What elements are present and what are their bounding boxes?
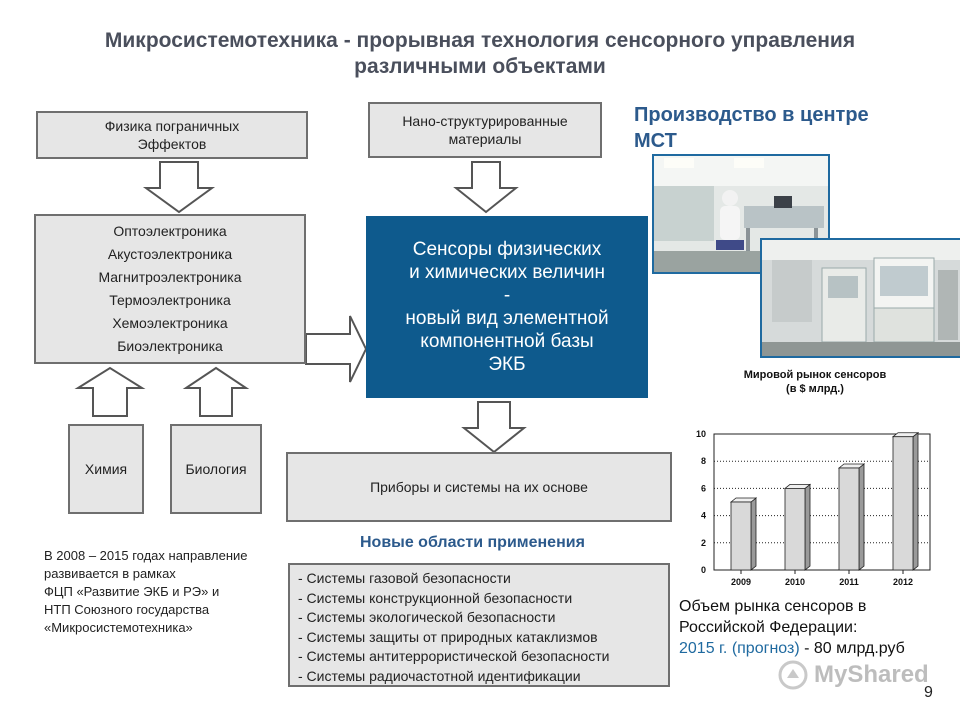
note-line: НТП Союзного государства bbox=[44, 602, 210, 617]
bar-side bbox=[804, 483, 811, 571]
cleanroom-photo-icon bbox=[654, 156, 828, 272]
center-line: - bbox=[503, 285, 511, 306]
center-line: и химических величин bbox=[409, 262, 605, 283]
bar-top bbox=[729, 497, 758, 503]
lab-photo-equipment bbox=[760, 238, 960, 358]
watermark-text: MyShared bbox=[814, 661, 929, 688]
title-line-2: различными объектами bbox=[354, 55, 606, 78]
arrow-electronics-right bbox=[305, 315, 368, 383]
arrow-biology-up bbox=[182, 366, 250, 417]
note-line: развивается в рамках bbox=[44, 566, 176, 581]
biology-label: Биология bbox=[185, 461, 247, 477]
physics-box: Физика пограничных Эффектов bbox=[36, 111, 308, 159]
electronics-item: Акустоэлектроника bbox=[107, 246, 233, 262]
biology-box: Биология bbox=[170, 424, 262, 514]
equipment-photo-icon bbox=[762, 240, 960, 356]
bar-top bbox=[891, 432, 920, 438]
note-line: «Микросистемотехника» bbox=[44, 620, 193, 635]
bar bbox=[838, 467, 860, 571]
y-tick-label: 4 bbox=[701, 511, 706, 521]
arrow-nano-down bbox=[453, 161, 519, 214]
nano-line-2: материалы bbox=[448, 131, 522, 147]
bar-top bbox=[783, 484, 812, 489]
x-tick-label: 2009 bbox=[731, 577, 751, 587]
bar-side bbox=[858, 463, 865, 571]
production-heading: Производство в центре МСТ bbox=[634, 102, 869, 154]
electronics-item: Биоэлектроника bbox=[117, 338, 223, 354]
y-tick-label: 6 bbox=[701, 483, 706, 493]
bar bbox=[730, 501, 752, 571]
caption-forecast: 2015 г. (прогноз) bbox=[679, 640, 800, 657]
page-number: 9 bbox=[924, 684, 933, 701]
chemistry-box: Химия bbox=[68, 424, 144, 514]
electronics-item: Оптоэлектроника bbox=[113, 223, 227, 239]
caption-line-2: Российской Федерации: bbox=[679, 619, 858, 636]
production-line-1: Производство в центре bbox=[634, 104, 869, 126]
electronics-item: Хемоэлектроника bbox=[112, 315, 228, 331]
list-item: - Системы радиочастотной идентификации bbox=[298, 667, 581, 684]
list-item: - Системы антитеррористической безопасно… bbox=[298, 648, 610, 664]
chart-title-text: Мировой рынок сенсоров (в $ млрд.) bbox=[743, 369, 887, 395]
center-line: Сенсоры физических bbox=[412, 239, 602, 260]
new-areas-heading: Новые области применения bbox=[360, 534, 585, 551]
new-areas-list: - Системы газовой безопасности - Системы… bbox=[288, 563, 670, 687]
nano-line-1: Нано-структурированные bbox=[402, 113, 568, 129]
watermark: MyShared bbox=[778, 660, 929, 690]
x-tick-label: 2011 bbox=[839, 577, 859, 587]
physics-line-2: Эффектов bbox=[137, 136, 207, 152]
devices-label: Приборы и системы на их основе bbox=[370, 479, 588, 495]
caption-value: - 80 млрд.руб bbox=[799, 640, 905, 657]
list-item: - Системы конструкционной безопасности bbox=[298, 589, 573, 606]
center-line: компонентной базы bbox=[420, 331, 594, 352]
bar bbox=[784, 488, 806, 571]
y-tick-label: 0 bbox=[701, 565, 706, 575]
arrow-physics-down bbox=[142, 161, 216, 214]
caption-line-3: 2015 г. (прогноз) - 80 млрд.руб bbox=[679, 638, 949, 659]
bar bbox=[892, 436, 914, 571]
list-item: - Системы защиты от природных катаклизмо… bbox=[298, 628, 598, 645]
chart-title: Мировой рынок сенсоров (в $ млрд.) bbox=[720, 368, 910, 396]
rf-market-caption: Объем рынка сенсоров в Российской Федера… bbox=[679, 596, 949, 659]
program-note: В 2008 – 2015 годах направление развивае… bbox=[44, 547, 294, 637]
center-line: ЭКБ bbox=[488, 354, 526, 375]
bar-side bbox=[750, 497, 757, 571]
list-item: - Системы экологической безопасности bbox=[298, 609, 556, 625]
note-line: В 2008 – 2015 годах направление bbox=[44, 548, 248, 563]
sensors-center-box: Сенсоры физических и химических величин … bbox=[366, 216, 648, 398]
center-line: новый вид элементной bbox=[405, 308, 609, 329]
caption-line-1: Объем рынка сенсоров в bbox=[679, 598, 867, 615]
nano-box: Нано-структурированные материалы bbox=[368, 102, 602, 158]
arrow-center-down bbox=[461, 401, 527, 454]
x-tick-label: 2012 bbox=[893, 577, 913, 587]
production-line-2: МСТ bbox=[634, 130, 677, 152]
devices-box: Приборы и системы на их основе bbox=[286, 452, 672, 522]
y-tick-label: 10 bbox=[696, 429, 706, 439]
electronics-item: Термоэлектроника bbox=[109, 292, 231, 308]
title-line-1: Микросистемотехника - прорывная технолог… bbox=[104, 29, 856, 52]
lab-photo-cleanroom bbox=[652, 154, 830, 274]
market-bar-chart: 0 2 4 6 8 10 2009 2010 2011 2012 bbox=[696, 429, 931, 587]
myshared-logo-icon bbox=[778, 660, 808, 690]
chemistry-label: Химия bbox=[84, 461, 128, 477]
electronics-item: Магнитроэлектроника bbox=[98, 269, 242, 285]
electronics-box: Оптоэлектроника Акустоэлектроника Магнит… bbox=[34, 214, 306, 364]
arrow-chemistry-up bbox=[74, 366, 146, 417]
note-line: ФЦП «Развитие ЭКБ и РЭ» и bbox=[44, 584, 220, 599]
y-tick-label: 2 bbox=[701, 538, 706, 548]
y-tick-label: 8 bbox=[701, 456, 706, 466]
physics-line-1: Физика пограничных bbox=[104, 118, 240, 134]
list-item: - Системы газовой безопасности bbox=[298, 570, 511, 586]
page-title: Микросистемотехника - прорывная технолог… bbox=[0, 28, 960, 80]
x-tick-label: 2010 bbox=[785, 577, 805, 587]
bar-side bbox=[912, 431, 919, 571]
bar-top bbox=[837, 463, 866, 469]
